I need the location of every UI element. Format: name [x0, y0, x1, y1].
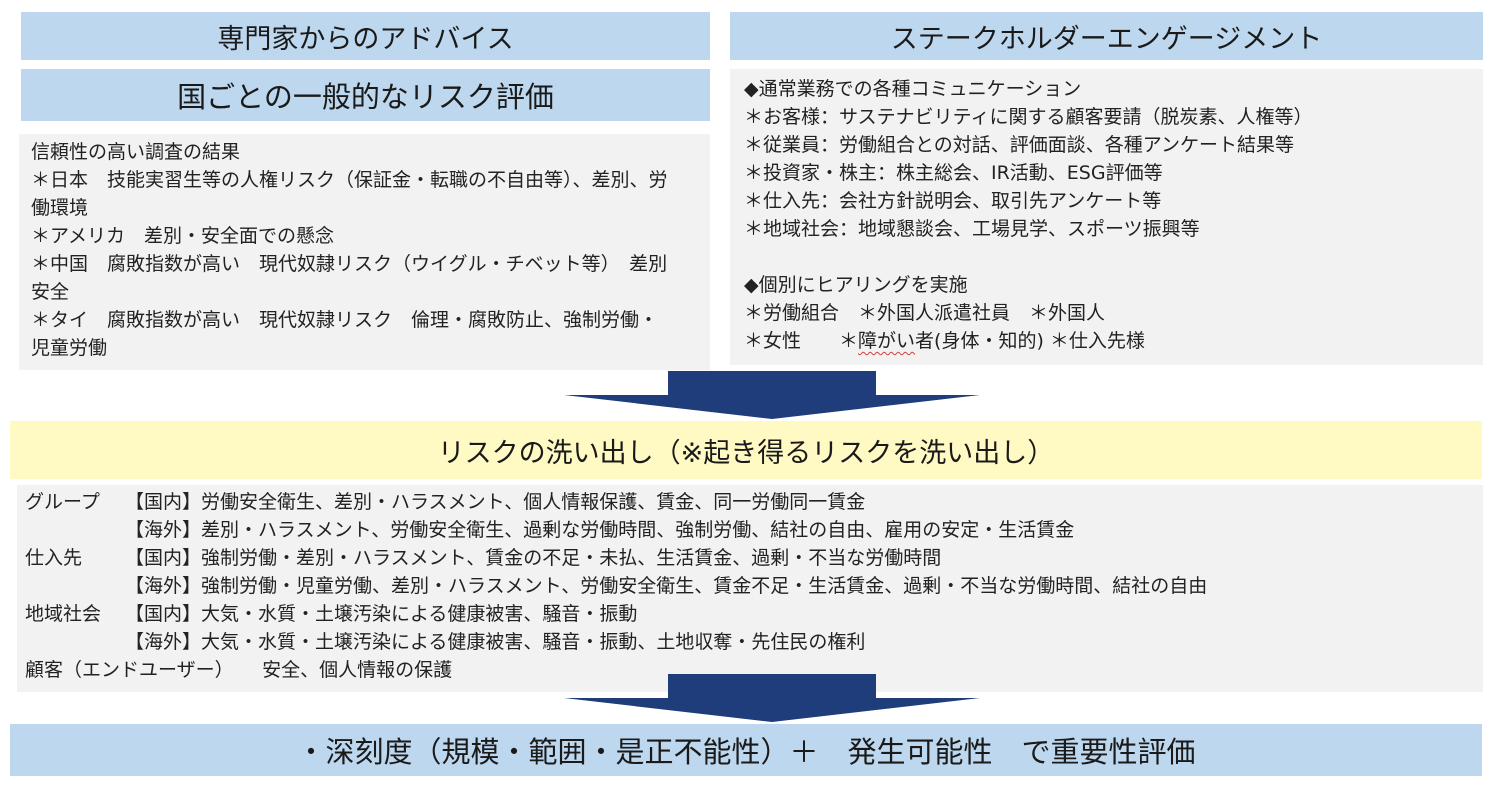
risk-row-label: 地域社会 [25, 603, 102, 625]
risk-identification-title: リスクの洗い出し（※起き得るリスクを洗い出し） [437, 437, 1055, 469]
expert-advice-title: 専門家からのアドバイス [217, 23, 514, 55]
hearing-line-1: ＊労働組合 ＊外国人派遣社員 ＊外国人 [744, 302, 1106, 324]
section-routine-title: ◆通常業務での各種コミュニケーション [744, 78, 1082, 100]
risk-row-items: 【海外】強制労働・児童労働、差別・ハラスメント、労働安全衛生、賃金不足・生活賃金… [125, 575, 1208, 597]
risk-row-items: 【国内】大気・水質・土壌汚染による健康被害、騒音・振動 [125, 603, 638, 625]
risk-row-items: 【国内】労働安全衛生、差別・ハラスメント、個人情報保護、賃金、同一労働同一賃金 [125, 491, 866, 513]
country-risk-panel: 信頼性の高い調査の結果 ＊日本 技能実習生等の人権リスク（保証金・転職の不自由等… [19, 134, 710, 370]
risk-thailand: ＊タイ 腐敗指数が高い 現代奴隷リスク 倫理・腐敗防止、強制労働・児童労働 [31, 309, 659, 359]
down-arrow-2 [564, 674, 980, 722]
risk-row: 地域社会 【国内】大気・水質・土壌汚染による健康被害、騒音・振動 [25, 600, 1483, 628]
routine-employees: ＊従業員：労働組合との対話、評価面談、各種アンケート結果等 [744, 134, 1295, 156]
down-arrow-1-shape [564, 371, 980, 419]
routine-community: ＊地域社会：地域懇談会、工場見学、スポーツ振興等 [744, 218, 1200, 240]
risk-row-label [25, 628, 125, 656]
risk-row-label: グループ [25, 491, 100, 513]
expert-advice-header: 専門家からのアドバイス [21, 12, 710, 60]
risk-japan: ＊日本 技能実習生等の人権リスク（保証金・転職の不自由等）、差別、労働環境 [31, 169, 668, 219]
risk-row-label [25, 572, 125, 600]
hearing-line-2: ＊女性 ＊障がい者(身体・知的) ＊仕入先様 [744, 327, 1471, 355]
risk-identification-panel: グループ 【国内】労働安全衛生、差別・ハラスメント、個人情報保護、賃金、同一労働… [17, 485, 1483, 692]
risk-row-label: 仕入先 [25, 547, 83, 569]
stakeholder-title: ステークホルダーエンゲージメント [890, 23, 1323, 55]
hearing-line-2-suffix: 者(身体・知的) ＊仕入先様 [915, 330, 1145, 352]
risk-row-items: 【海外】大気・水質・土壌汚染による健康被害、騒音・振動、土地収奪・先住民の権利 [125, 631, 866, 653]
routine-suppliers: ＊仕入先：会社方針説明会、取引先アンケート等 [744, 190, 1162, 212]
risk-china: ＊中国 腐敗指数が高い 現代奴隷リスク（ウイグル・チベット等） 差別 安全 [31, 253, 687, 303]
hearing-line-2-prefix: ＊女性 ＊ [744, 330, 859, 352]
risk-identification-header: リスクの洗い出し（※起き得るリスクを洗い出し） [10, 421, 1482, 479]
country-risk-header: 国ごとの一般的なリスク評価 [21, 69, 710, 121]
materiality-assessment-bar: ・深刻度（規模・範囲・是正不能性）＋ 発生可能性 で重要性評価 [10, 724, 1482, 776]
risk-row: 【海外】強制労働・児童労働、差別・ハラスメント、労働安全衛生、賃金不足・生活賃金… [25, 572, 1483, 600]
spacer [744, 243, 1471, 271]
risk-row: 【海外】差別・ハラスメント、労働安全衛生、過剰な労働時間、強制労働、結社の自由、… [25, 516, 1483, 544]
risk-row: 仕入先 【国内】強制労働・差別・ハラスメント、賃金の不足・未払、生活賃金、過剰・… [25, 544, 1483, 572]
materiality-assessment-title: ・深刻度（規模・範囲・是正不能性）＋ 発生可能性 で重要性評価 [296, 735, 1196, 769]
risk-row: グループ 【国内】労働安全衛生、差別・ハラスメント、個人情報保護、賃金、同一労働… [25, 488, 1483, 516]
risk-row-label [25, 516, 125, 544]
stakeholder-panel: ◆通常業務での各種コミュニケーション ＊お客様：サステナビリティに関する顧客要請… [730, 69, 1483, 365]
stakeholder-header: ステークホルダーエンゲージメント [730, 12, 1483, 60]
section-hearing-title: ◆個別にヒアリングを実施 [744, 274, 968, 296]
risk-usa: ＊アメリカ 差別・安全面での懸念 [31, 225, 335, 247]
spellcheck-underlined-text: 障がい [858, 330, 916, 352]
country-risk-title: 国ごとの一般的なリスク評価 [177, 80, 554, 114]
risk-row-items: 【海外】差別・ハラスメント、労働安全衛生、過剰な労働時間、強制労働、結社の自由、… [125, 519, 1075, 541]
down-arrow-1 [564, 371, 980, 419]
down-arrow-2-shape [564, 674, 980, 722]
risk-row: 【海外】大気・水質・土壌汚染による健康被害、騒音・振動、土地収奪・先住民の権利 [25, 628, 1483, 656]
risk-row-items: 【国内】強制労働・差別・ハラスメント、賃金の不足・未払、生活賃金、過剰・不当な労… [125, 547, 942, 569]
survey-intro: 信頼性の高い調査の結果 [31, 141, 241, 163]
customer-row: 顧客（エンドユーザー） 安全、個人情報の保護 [25, 659, 453, 681]
routine-investors: ＊投資家・株主：株主総会、IR活動、ESG評価等 [744, 162, 1163, 184]
routine-customers: ＊お客様：サステナビリティに関する顧客要請（脱炭素、人権等） [744, 106, 1313, 128]
